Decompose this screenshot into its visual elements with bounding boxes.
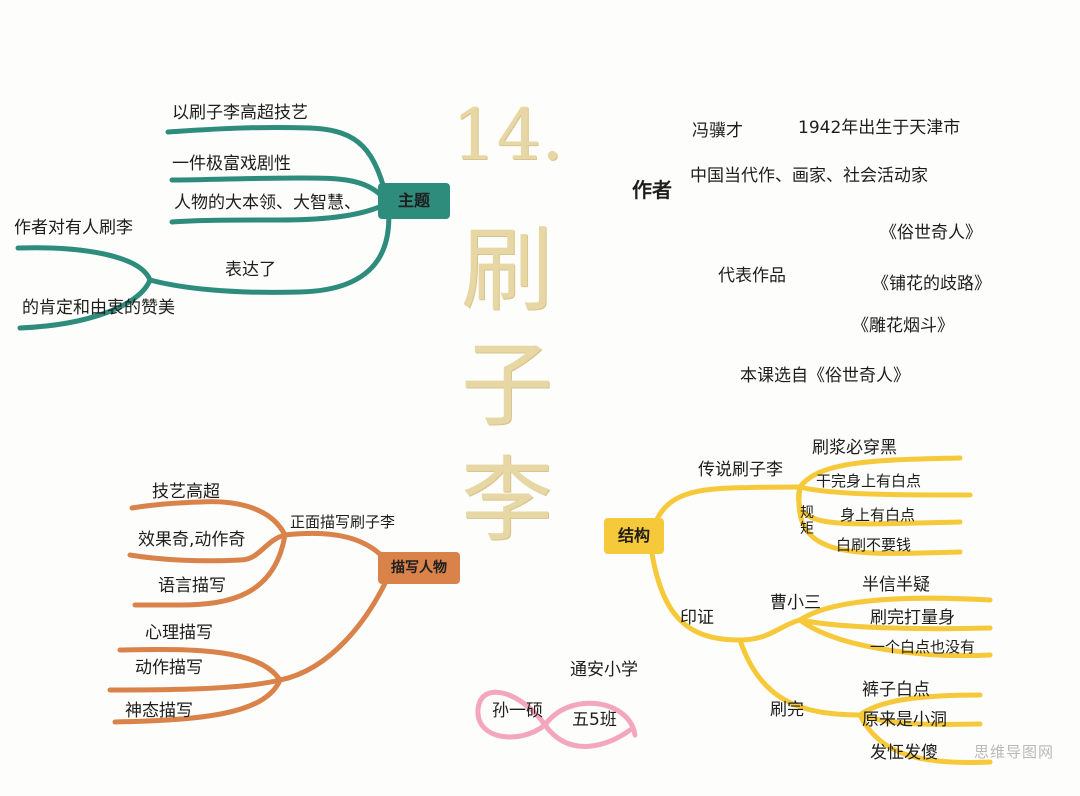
structure-node: 结构 (604, 518, 664, 554)
theme-node: 主题 (378, 183, 450, 219)
other-item-3: 神态描写 (125, 701, 193, 721)
after-item-3: 发怔发傻 (870, 743, 938, 763)
theme-item-1: 以刷子李高超技艺 (172, 103, 308, 123)
proof-label: 印证 (680, 608, 714, 628)
student-school: 通安小学 (570, 660, 638, 680)
front-item-2: 效果奇,动作奇 (138, 530, 246, 550)
author-identity: 中国当代作、画家、社会活动家 (690, 166, 928, 186)
theme-item-3: 人物的大本领、大智慧、 (174, 193, 361, 213)
student-class: 五5班 (572, 710, 617, 730)
rule-label: 规矩 (800, 505, 814, 537)
theme-item-2: 一件极富戏剧性 (172, 154, 291, 174)
other-item-1: 心理描写 (145, 623, 213, 643)
after-label: 刷完 (770, 700, 804, 720)
author-label: 作者 (632, 178, 672, 202)
legend-label: 传说刷子李 (698, 460, 783, 480)
work-2: 《铺花的歧路》 (872, 274, 991, 294)
author-source: 本课选自《俗世奇人》 (740, 366, 910, 386)
student-branches (475, 689, 638, 749)
theme-branches (15, 124, 392, 331)
description-node: 描写人物 (378, 552, 460, 584)
theme-author-line2: 的肯定和由衷的赞美 (22, 298, 175, 318)
description-branches (107, 499, 395, 725)
caosan-item-1: 半信半疑 (862, 575, 930, 595)
after-item-1: 裤子白点 (862, 680, 930, 700)
student-name: 孙一硕 (492, 701, 543, 721)
other-item-2: 动作描写 (135, 658, 203, 678)
work-3: 《雕花烟斗》 (852, 316, 954, 336)
title-char-2: 子 (460, 332, 553, 439)
caosan-item-2: 刷完打量身 (870, 608, 955, 628)
author-birth: 1942年出生于天津市 (798, 118, 961, 138)
front-item-1: 技艺高超 (152, 482, 220, 502)
legend-item-1: 刷浆必穿黑 (812, 438, 897, 458)
legend-item-4: 白刷不要钱 (836, 536, 912, 554)
structure-branches (647, 455, 993, 765)
author-name: 冯骥才 (692, 121, 743, 141)
caosan-item-3: 一个白点也没有 (870, 638, 976, 656)
works-label: 代表作品 (718, 266, 786, 286)
title-char-1: 刷 (460, 217, 553, 324)
legend-item-3: 身上有白点 (840, 506, 916, 524)
after-item-2: 原来是小洞 (862, 710, 947, 730)
caosan-label: 曹小三 (770, 593, 821, 613)
work-1: 《俗世奇人》 (880, 223, 982, 243)
theme-author-line1: 作者对有人刷李 (14, 218, 133, 238)
front-item-3: 语言描写 (158, 576, 226, 596)
description-front: 正面描写刷子李 (290, 513, 396, 531)
theme-express: 表达了 (225, 260, 276, 280)
title-number: 14. (452, 94, 564, 176)
legend-item-2: 干完身上有白点 (816, 472, 922, 490)
title-char-3: 李 (460, 447, 553, 554)
watermark: 思维导图网 (973, 743, 1054, 761)
